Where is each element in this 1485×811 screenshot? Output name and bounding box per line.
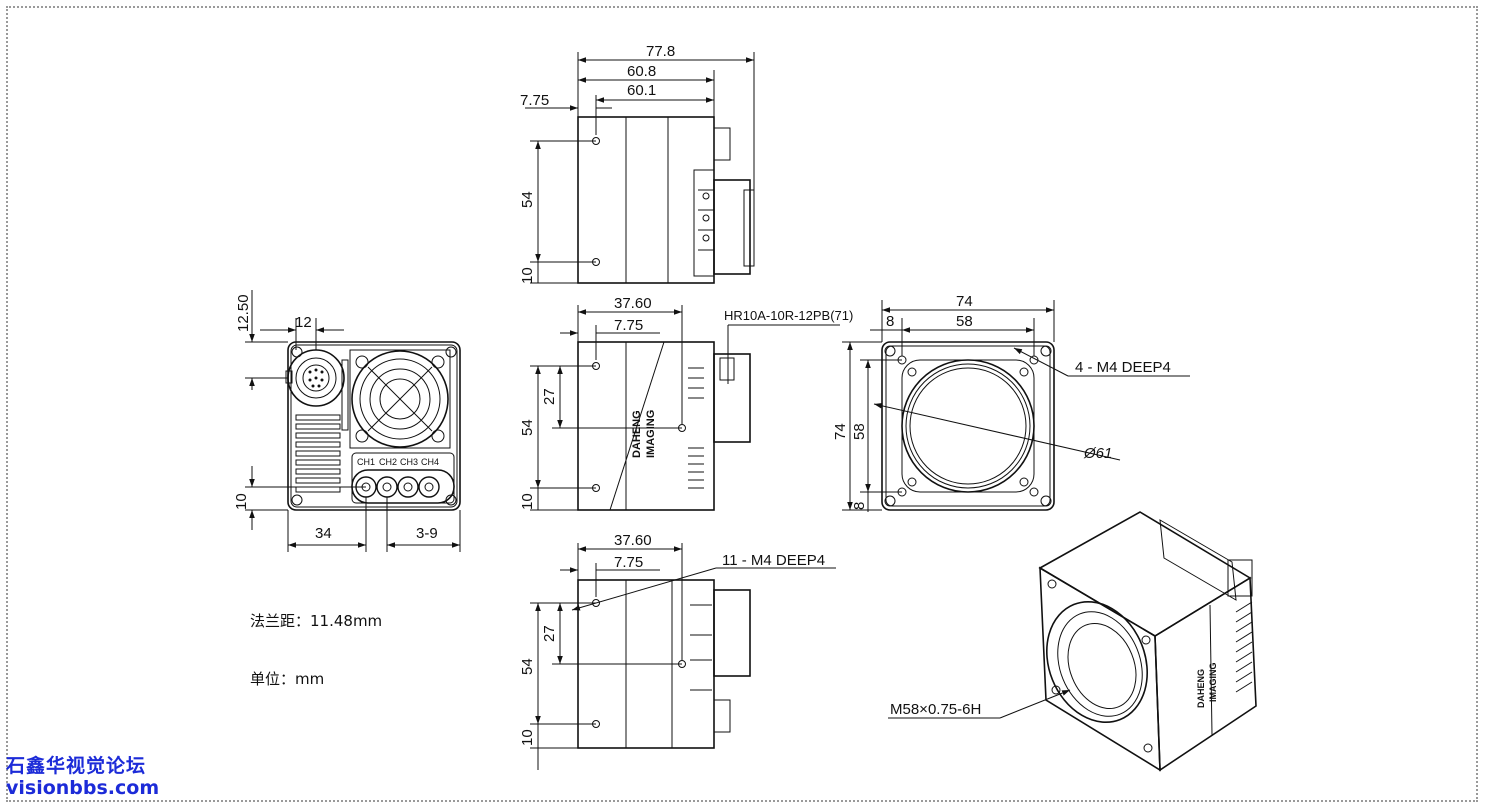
side-dim-height: 54	[519, 419, 536, 436]
bottom-dim-offset: 7.75	[614, 554, 643, 571]
svg-text:DAHENG: DAHENG	[1196, 669, 1206, 708]
top-dim-total: 77.8	[646, 43, 675, 60]
back-view: CH1 CH2 CH3 CH4 12.50 12 10 34 3-9	[233, 290, 461, 552]
side-dim-bottom: 10	[519, 493, 536, 510]
back-dim-right: 3-9	[416, 525, 438, 542]
channel-2-label: CH2	[379, 457, 397, 467]
bottom-dim-bottom: 10	[519, 729, 536, 746]
side-logo-2: IMAGING	[645, 410, 657, 458]
front-dim-margin: 8	[886, 313, 894, 330]
iso-view: DAHENG IMAGING M58×0.75-6H	[888, 511, 1257, 772]
iso-thread-label: M58×0.75-6H	[890, 701, 981, 718]
top-dim-bottom: 10	[519, 267, 536, 284]
front-holes-label: 4 - M4 DEEP4	[1075, 359, 1171, 376]
side-dim-offset: 7.75	[614, 317, 643, 334]
side-logo-1: DAHENG	[631, 410, 643, 458]
back-dim-top: 12.50	[235, 294, 252, 332]
front-view: 74 58 8 74 58 8 4 - M4 DEEP4 Ø61	[832, 293, 1190, 512]
drawing-frame	[6, 6, 1478, 802]
back-dim-connector: 12	[295, 314, 312, 331]
watermark-line-1: 石鑫华视觉论坛	[6, 755, 147, 777]
unit-note: 单位：mm	[250, 670, 324, 688]
notes: 法兰距：11.48mm 单位：mm	[250, 612, 382, 688]
side-dim-width: 37.60	[614, 295, 652, 312]
side-view: DAHENG IMAGING 37.60 7.75 HR10A-10R-12PB…	[519, 295, 853, 511]
channel-3-label: CH3	[400, 457, 418, 467]
front-dim-inner-v: 58	[851, 423, 868, 440]
top-dim-left: 7.75	[520, 92, 549, 109]
back-vents	[295, 359, 349, 493]
top-dim-height: 54	[519, 191, 536, 208]
watermark: 石鑫华视觉论坛 visionbbs.com	[6, 755, 160, 800]
watermark-line-2: visionbbs.com	[6, 776, 160, 799]
bottom-dim-upper: 27	[541, 625, 558, 642]
back-dim-bottom: 10	[233, 493, 250, 510]
back-dim-left: 34	[315, 525, 332, 542]
top-view: 77.8 60.8 60.1 7.75 54 10	[519, 43, 755, 284]
bottom-dim-height: 54	[519, 658, 536, 675]
front-dim-width: 74	[956, 293, 973, 310]
side-dim-upper: 27	[541, 388, 558, 405]
side-fins	[688, 367, 704, 489]
flange-distance-note: 法兰距：11.48mm	[250, 612, 382, 630]
bottom-dim-width: 37.60	[614, 532, 652, 549]
connector-label: HR10A-10R-12PB(71)	[724, 308, 853, 323]
front-diameter-label: Ø61	[1083, 445, 1112, 462]
front-dim-height: 74	[832, 423, 849, 440]
top-dim-body: 60.1	[627, 82, 656, 99]
front-dim-inner: 58	[956, 313, 973, 330]
front-dim-margin-v: 8	[851, 502, 868, 510]
svg-text:IMAGING: IMAGING	[1208, 663, 1218, 703]
channel-1-label: CH1	[357, 457, 375, 467]
bottom-view: 37.60 7.75 11 - M4 DEEP4 27 54 10	[519, 532, 836, 770]
bottom-holes-label: 11 - M4 DEEP4	[722, 552, 825, 569]
top-dim-mid: 60.8	[627, 63, 656, 80]
channel-4-label: CH4	[421, 457, 439, 467]
